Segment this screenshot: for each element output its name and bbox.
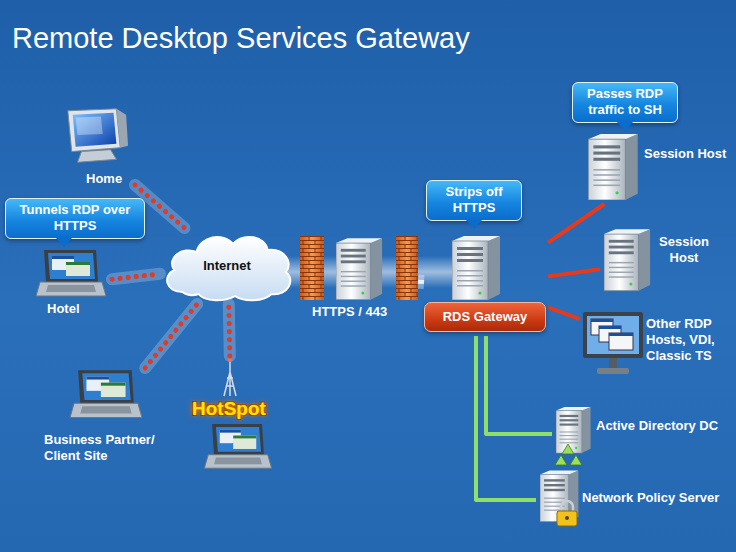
node-label: Business Partner/ Client Site bbox=[44, 432, 164, 464]
beam-line bbox=[418, 280, 424, 284]
node-label: Hotel bbox=[47, 301, 80, 317]
callout-text: Tunnels RDP over HTTPS bbox=[13, 202, 137, 234]
auth-link bbox=[486, 336, 552, 434]
hotspot-tower bbox=[224, 358, 236, 396]
solid-line bbox=[548, 204, 604, 243]
ad-server bbox=[556, 407, 591, 453]
dotted-line bbox=[145, 304, 197, 368]
firewall bbox=[300, 236, 418, 300]
node-label: Home bbox=[86, 171, 122, 187]
client-computer: Home bbox=[55, 105, 135, 195]
hotspot-label: HotSpot bbox=[192, 398, 266, 420]
port-label: HTTPS / 443 bbox=[312, 304, 387, 320]
session-host: Session Host bbox=[600, 224, 732, 296]
rdp-link bbox=[548, 204, 604, 243]
session-host-server bbox=[604, 229, 650, 290]
client-laptop: Hotel bbox=[30, 248, 112, 320]
home-computer bbox=[68, 109, 128, 162]
dotted-line bbox=[112, 274, 160, 280]
gateway-server bbox=[452, 236, 500, 300]
partner-laptop bbox=[70, 370, 142, 417]
solid-line bbox=[548, 269, 600, 276]
gateway-label: RDS Gateway bbox=[424, 302, 546, 332]
rdp-hosts: Other RDP Hosts, VDI, Classic TS bbox=[580, 308, 734, 386]
internet-cloud: Internet bbox=[160, 228, 296, 304]
node-label: Network Policy Server bbox=[582, 490, 719, 506]
firewall-proxy: HTTPS / 443 bbox=[296, 232, 418, 326]
tunnel-link bbox=[112, 274, 160, 280]
link-glow bbox=[112, 274, 160, 280]
ad-triangles bbox=[555, 444, 582, 465]
solid-line bbox=[548, 307, 580, 319]
directory-server: Active Directory DC bbox=[552, 402, 734, 466]
tunnel-link bbox=[229, 304, 230, 356]
cloud-label: Internet bbox=[160, 258, 294, 274]
node-label: Other RDP Hosts, VDI, Classic TS bbox=[646, 316, 732, 364]
hotspot-laptop: HotSpot bbox=[180, 356, 282, 476]
rdp-link bbox=[548, 269, 600, 276]
rdp-link bbox=[548, 307, 580, 319]
dotted-line bbox=[229, 304, 230, 356]
hotspot-laptop bbox=[204, 424, 271, 468]
callout-box: Strips off HTTPS bbox=[426, 180, 522, 221]
node-label: Active Directory DC bbox=[596, 418, 718, 434]
auth-link bbox=[476, 336, 536, 500]
client-laptop: Business Partner/ Client Site bbox=[40, 368, 166, 472]
callout-text: Passes RDP traffic to SH bbox=[580, 86, 670, 118]
hotel-laptop bbox=[36, 250, 106, 296]
lock-icon bbox=[557, 501, 577, 526]
rdp-link bbox=[418, 281, 424, 282]
link-glow bbox=[229, 304, 230, 356]
session-host: Session Host bbox=[582, 132, 732, 204]
callout-box: Passes RDP traffic to SH bbox=[572, 82, 678, 123]
node-label: Session Host bbox=[644, 146, 726, 162]
solid-line bbox=[476, 336, 536, 500]
callout-text: Strips off HTTPS bbox=[434, 184, 514, 216]
node-label: Session Host bbox=[652, 234, 716, 266]
solid-line bbox=[486, 336, 552, 434]
session-host-server bbox=[588, 134, 638, 200]
rdp-host-monitor bbox=[583, 312, 643, 374]
link-glow bbox=[418, 275, 424, 289]
diagram-title: Remote Desktop Services Gateway bbox=[12, 22, 470, 55]
tunnel-link bbox=[145, 304, 197, 368]
policy-server: Network Policy Server bbox=[536, 468, 734, 532]
callout-box: Tunnels RDP over HTTPS bbox=[5, 198, 145, 239]
proxy-server bbox=[336, 238, 382, 299]
link-glow bbox=[145, 304, 197, 368]
gateway-server: RDS Gateway bbox=[424, 234, 548, 336]
